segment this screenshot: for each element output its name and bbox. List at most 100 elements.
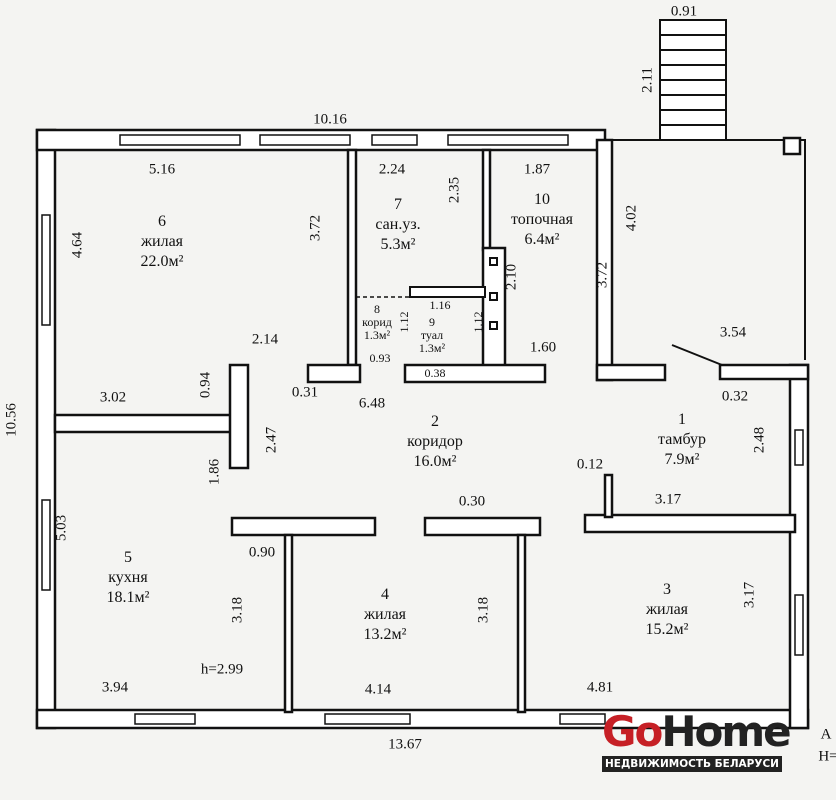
- dimension: 1.12: [471, 311, 485, 333]
- room-area: 1.3м²: [363, 328, 391, 342]
- room-area: 15.2м²: [645, 621, 689, 638]
- wall-stub-d: [595, 363, 667, 382]
- room-number: 6: [157, 213, 166, 230]
- dimension: 3.72: [307, 214, 324, 242]
- dimension: 0.94: [197, 371, 214, 399]
- dimension: 3.17: [741, 581, 758, 609]
- dimension: 5.16: [148, 161, 176, 178]
- dimension: 3.72: [594, 261, 611, 289]
- wall-6-5: [53, 413, 242, 434]
- wall-7-10: [481, 148, 492, 252]
- dimension: 0.31: [291, 384, 319, 401]
- dimension: 0.30: [458, 493, 486, 510]
- dimension: 2.10: [503, 263, 520, 291]
- room-name: сан.уз.: [375, 216, 421, 233]
- dimension: 6.48: [358, 395, 386, 412]
- room-name: кухня: [108, 569, 148, 586]
- wall-6-7: [346, 148, 358, 367]
- dimension: 0.90: [248, 544, 276, 561]
- dimension: 3.18: [475, 596, 492, 624]
- wall-stub-b: [306, 363, 362, 384]
- dimension: 4.81: [586, 679, 614, 696]
- gohome-logo: GoHome НЕДВИЖИМОСТЬ БЕЛАРУСИ: [602, 710, 792, 772]
- dimension: 10.16: [313, 111, 347, 128]
- wall-012: [603, 473, 614, 519]
- room-number: 4: [380, 586, 389, 603]
- dimension: 3.54: [719, 324, 747, 341]
- room-3: 3 жилая 15.2м²: [646, 580, 689, 640]
- room-number: 8: [374, 302, 380, 316]
- dimension: 4.64: [69, 231, 86, 259]
- room-area: 13.2м²: [363, 626, 407, 643]
- dimension: 1.60: [529, 339, 557, 356]
- dimension: 4.14: [364, 681, 392, 698]
- dimension: 2.35: [446, 176, 463, 204]
- room-name: жилая: [140, 233, 184, 250]
- dimension: 0.12: [576, 456, 604, 473]
- wall-1-3: [583, 513, 797, 534]
- dimension: 2.48: [751, 426, 768, 454]
- dimension: 3.18: [229, 596, 246, 624]
- edge-note: Н=: [818, 748, 836, 765]
- dimension: 2.24: [378, 161, 406, 178]
- dimension: 5.03: [53, 514, 70, 542]
- logo-go: Go: [602, 707, 663, 756]
- dimension: 1.86: [206, 458, 223, 486]
- dimension: 2.11: [639, 67, 656, 93]
- room-number: 9: [428, 315, 435, 329]
- room-name: жилая: [363, 606, 407, 623]
- dimension: 0.93: [369, 351, 391, 365]
- room-name: коридор: [407, 433, 463, 450]
- dimension: 0.91: [670, 3, 698, 20]
- dimension: 2.14: [251, 331, 279, 348]
- wall-10-1: [595, 138, 614, 382]
- logo-home: Home: [661, 707, 791, 756]
- dimension: 10.56: [3, 403, 20, 437]
- room-area: 22.0м²: [140, 253, 184, 270]
- room-name: туал: [420, 328, 444, 342]
- room-name: топочная: [511, 211, 573, 228]
- room-area: 5.3м²: [380, 236, 416, 253]
- dimension: 1.12: [397, 311, 411, 333]
- stair-steps: [660, 34, 726, 126]
- room-number: 2: [430, 413, 439, 430]
- dimension: 3.02: [99, 389, 127, 406]
- room-number: 7: [394, 196, 402, 213]
- wall-stub-c: [403, 363, 547, 384]
- dimension: 3.17: [654, 491, 682, 508]
- room-name: жилая: [645, 601, 689, 618]
- room-10: 10 топочная 6.4м²: [511, 190, 573, 250]
- room-area: 16.0м²: [413, 453, 457, 470]
- dimension: 0.38: [424, 366, 446, 380]
- post: [782, 136, 802, 156]
- wall-right-stub: [718, 363, 810, 381]
- logo-wordmark: GoHome: [602, 710, 792, 754]
- wall-stub-a: [228, 363, 250, 470]
- room-name: корид: [362, 315, 392, 329]
- dimension: 3.94: [101, 679, 129, 696]
- dimension: 1.87: [523, 161, 551, 178]
- dimension: 0.32: [721, 388, 749, 405]
- wall-stub-e: [230, 516, 377, 537]
- room-area: 1.3м²: [418, 341, 446, 355]
- room-4: 4 жилая 13.2м²: [364, 585, 407, 645]
- wall-right: [788, 363, 810, 730]
- room-number: 3: [662, 581, 671, 598]
- room-number: 10: [534, 191, 550, 208]
- room-name: тамбур: [658, 431, 706, 448]
- tambour-outline: [605, 139, 806, 360]
- wall-stub-f: [423, 516, 542, 537]
- windows: [41, 134, 804, 725]
- room-area: 6.4м²: [524, 231, 560, 248]
- room-6: 6 жилая 22.0м²: [141, 212, 184, 272]
- dimension: 13.67: [388, 736, 422, 753]
- wall-4-5: [283, 533, 294, 714]
- wall-3-4: [516, 533, 527, 714]
- dimension: 4.02: [623, 204, 640, 232]
- edge-note: А: [820, 726, 832, 743]
- room-number: 5: [123, 549, 132, 566]
